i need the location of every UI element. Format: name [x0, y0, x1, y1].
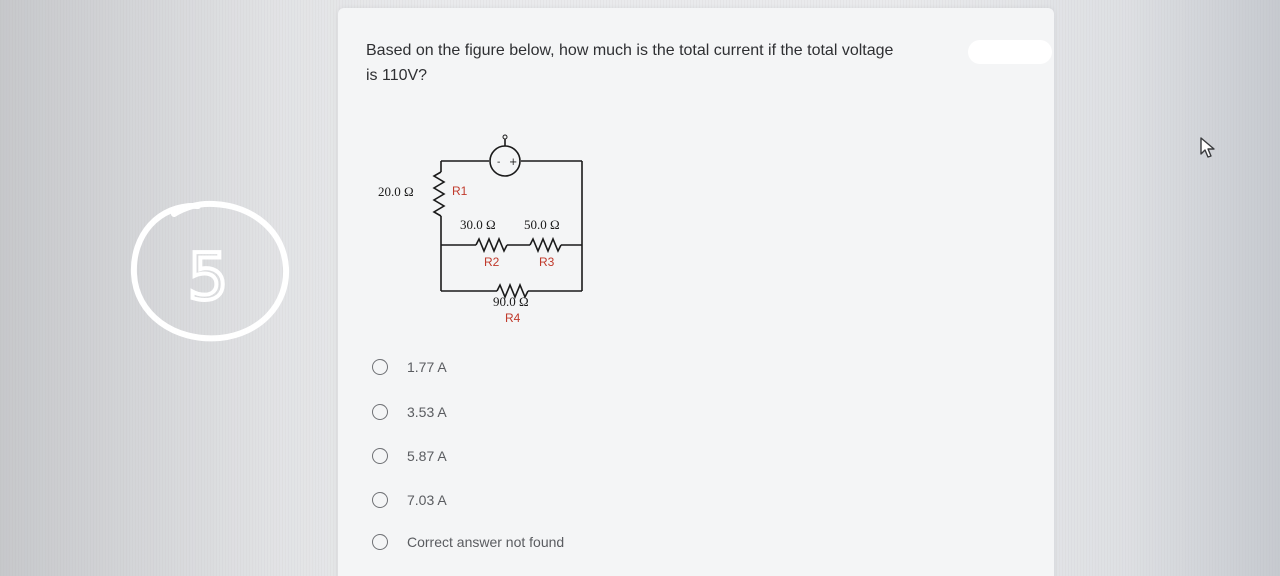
option-4[interactable]: 7.03 A	[372, 489, 447, 511]
option-label: 1.77 A	[407, 359, 447, 375]
resistor-r2	[475, 236, 508, 254]
option-3[interactable]: 5.87 A	[372, 445, 447, 467]
question-line-1: Based on the figure below, how much is t…	[366, 42, 894, 59]
question-card	[338, 8, 1054, 576]
option-label: 7.03 A	[407, 492, 447, 508]
resistor-r1	[432, 171, 446, 217]
r1-name-label: R1	[452, 184, 468, 198]
r2-name-label: R2	[484, 255, 500, 269]
handwritten-circle	[130, 200, 290, 342]
r3-name-label: R3	[539, 255, 555, 269]
r1-value-label: 20.0 Ω	[378, 184, 414, 199]
handwritten-number: 5	[188, 241, 229, 315]
option-5[interactable]: Correct answer not found	[372, 531, 564, 553]
option-label: 5.87 A	[407, 448, 447, 464]
circuit-diagram: - + 20.0 Ω R1 30.0 Ω 50.0 Ω R2 R3 90.0 Ω…	[378, 134, 583, 325]
option-1[interactable]: 1.77 A	[372, 356, 447, 378]
question-text: Based on the figure below, how much is t…	[366, 38, 966, 88]
radio-button-icon[interactable]	[372, 404, 388, 420]
redaction-mark	[968, 40, 1052, 64]
handwritten-number-annotation: 5	[130, 200, 290, 342]
radio-button-icon[interactable]	[372, 492, 388, 508]
r4-name-label: R4	[505, 311, 521, 325]
r3-value-label: 50.0 Ω	[524, 217, 560, 232]
radio-button-icon[interactable]	[372, 448, 388, 464]
resistor-r3	[529, 236, 562, 254]
radio-button-icon[interactable]	[372, 534, 388, 550]
mouse-pointer-icon	[1200, 137, 1215, 158]
r2-value-label: 30.0 Ω	[460, 217, 496, 232]
source-plus-sign: +	[509, 157, 517, 168]
radio-button-icon[interactable]	[372, 359, 388, 375]
source-minus-sign: -	[497, 157, 500, 168]
option-label: Correct answer not found	[407, 534, 565, 550]
resistor-r4	[496, 282, 529, 300]
option-2[interactable]: 3.53 A	[372, 401, 447, 423]
question-line-2: is 110V?	[366, 67, 428, 84]
option-label: 3.53 A	[407, 404, 447, 420]
r4-value-label: 90.0 Ω	[493, 294, 529, 309]
